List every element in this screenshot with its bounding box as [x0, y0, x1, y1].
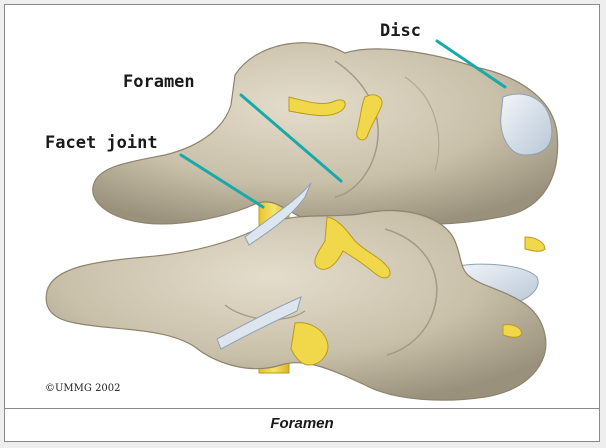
caption-bar: Foramen — [5, 408, 599, 441]
figure-caption: Foramen — [270, 415, 333, 432]
foramen-label: Foramen — [123, 72, 195, 92]
disc-label: Disc — [380, 21, 421, 41]
upper-vertebra — [93, 43, 558, 224]
spine-illustration — [5, 5, 599, 409]
copyright-notice: ©UMMG 2002 — [45, 383, 121, 394]
figure-frame: Disc Foramen Facet joint ©UMMG 2002 Fora… — [4, 4, 600, 442]
facet-joint-label: Facet joint — [45, 133, 158, 153]
